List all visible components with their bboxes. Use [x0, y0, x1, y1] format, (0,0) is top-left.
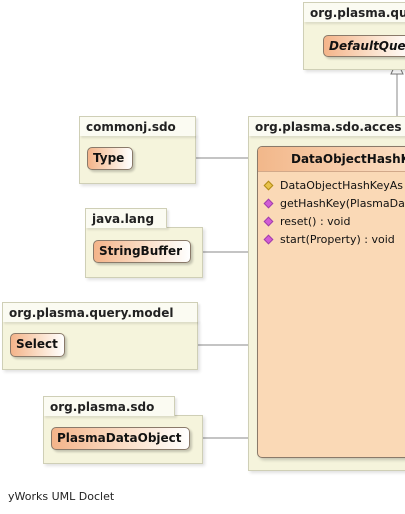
class-name: DataObjectHashK — [258, 147, 405, 172]
member-text: start(Property) : void — [280, 233, 395, 246]
method-icon — [263, 198, 274, 209]
package-tab: java.lang — [85, 208, 167, 228]
class-data-object-hash-key-assembler[interactable]: DataObjectHashK DataObjectHashKeyAs getH… — [257, 146, 405, 458]
member-text: getHashKey(PlasmaDa — [280, 197, 405, 210]
member-constructor: DataObjectHashKeyAs — [258, 177, 405, 195]
package-tab: org.plasma.qu — [303, 2, 405, 22]
constructor-icon — [263, 180, 274, 191]
member-text: reset() : void — [280, 215, 351, 228]
member-text: DataObjectHashKeyAs — [280, 179, 404, 192]
member-list: DataObjectHashKeyAs getHashKey(PlasmaDa … — [258, 172, 405, 249]
member-method: reset() : void — [258, 213, 405, 231]
class-select[interactable]: Select — [10, 333, 65, 357]
generator-credit: yWorks UML Doclet — [8, 490, 115, 503]
member-method: getHashKey(PlasmaDa — [258, 195, 405, 213]
package-tab: org.plasma.query.model — [2, 302, 198, 322]
method-icon — [263, 234, 274, 245]
package-tab: org.plasma.sdo — [43, 396, 175, 416]
package-commonj-sdo: commonj.sdo — [79, 116, 196, 184]
method-icon — [263, 216, 274, 227]
class-stringbuffer[interactable]: StringBuffer — [93, 240, 191, 263]
package-tab: org.plasma.sdo.acces — [248, 116, 405, 136]
class-default-query[interactable]: DefaultQue — [323, 35, 405, 57]
class-plasmadataobject[interactable]: PlasmaDataObject — [51, 427, 190, 450]
member-method: start(Property) : void — [258, 231, 405, 249]
package-tab: commonj.sdo — [79, 116, 196, 136]
class-type[interactable]: Type — [87, 147, 133, 170]
